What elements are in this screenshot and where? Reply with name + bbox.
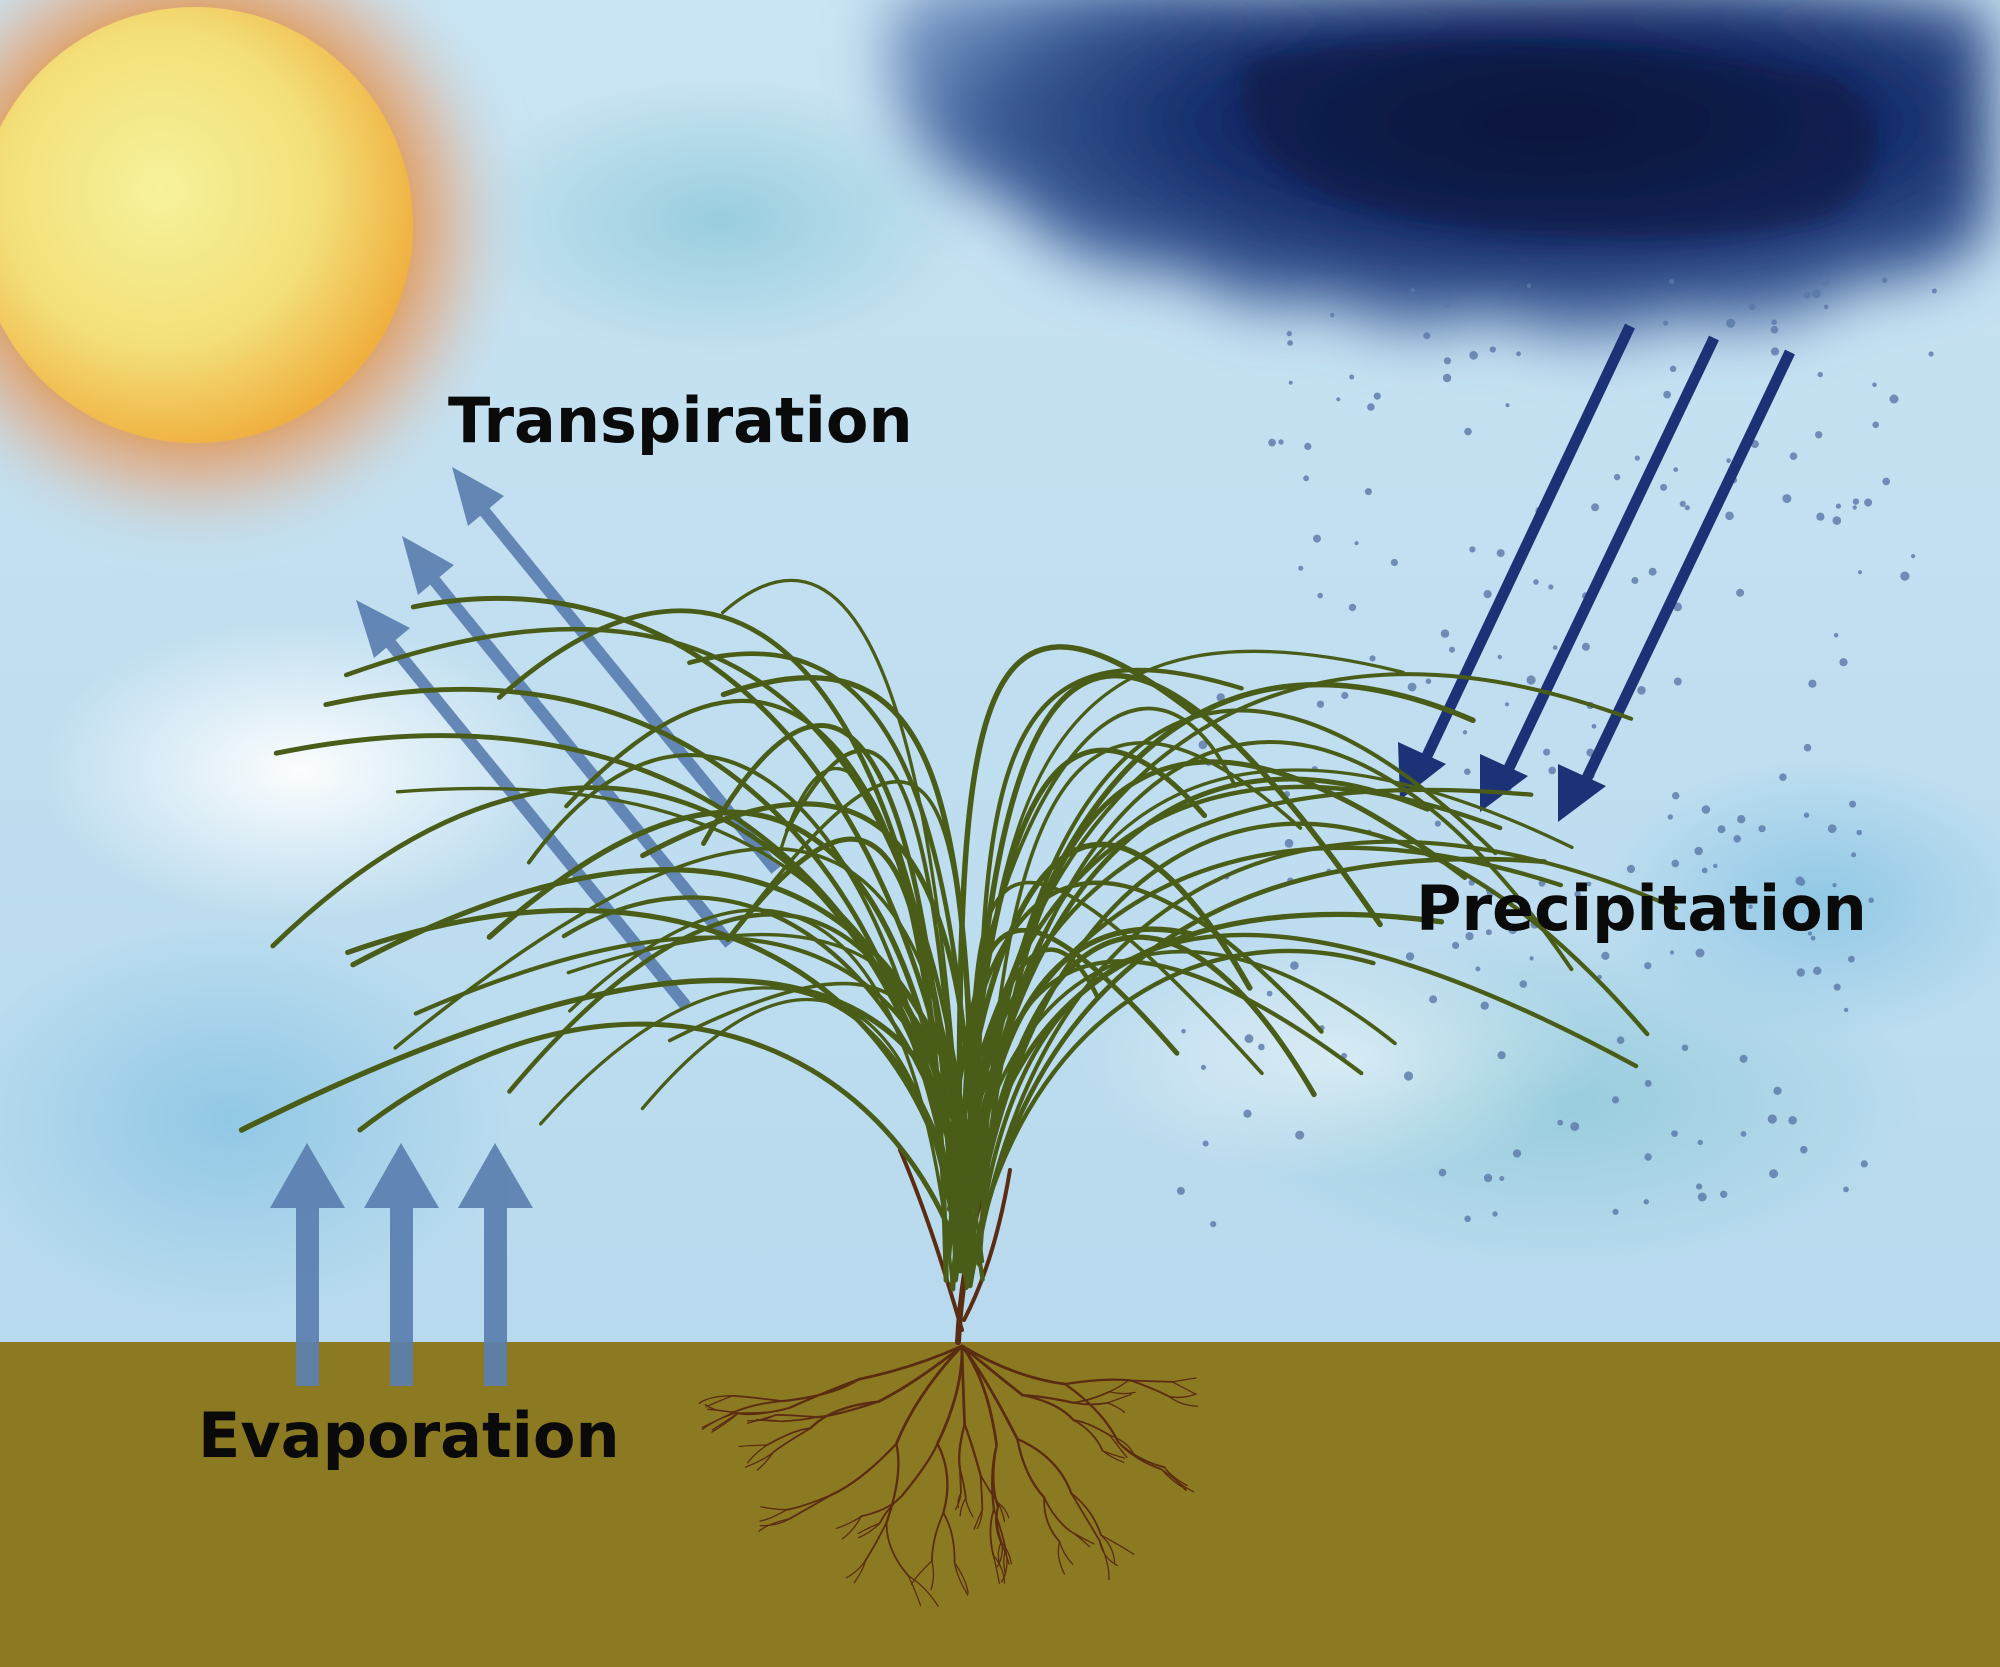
plant-leaves xyxy=(238,578,1678,1292)
evaporation-label: Evaporation xyxy=(198,1399,620,1472)
plant-roots xyxy=(698,1344,1199,1607)
storm-cloud xyxy=(888,0,1990,339)
precipitation-arrow xyxy=(1558,349,1795,822)
transpiration-label: Transpiration xyxy=(448,384,913,457)
evaporation-arrow xyxy=(364,1143,439,1386)
evaporation-arrow xyxy=(270,1143,345,1386)
sky-teal-glow-top xyxy=(460,80,980,360)
evaporation-arrow xyxy=(458,1143,533,1386)
transpiration-arrow xyxy=(402,536,735,948)
sun xyxy=(0,0,535,565)
sky-blue-glow-left xyxy=(0,920,510,1320)
precipitation-arrows xyxy=(1398,323,1795,822)
precipitation-arrow xyxy=(1480,335,1719,812)
sky-blue-glow-right xyxy=(1600,760,2000,1040)
rain-drops xyxy=(1176,277,1937,1228)
precipitation-label: Precipitation xyxy=(1416,872,1867,945)
evaporation-arrows xyxy=(270,1143,533,1386)
